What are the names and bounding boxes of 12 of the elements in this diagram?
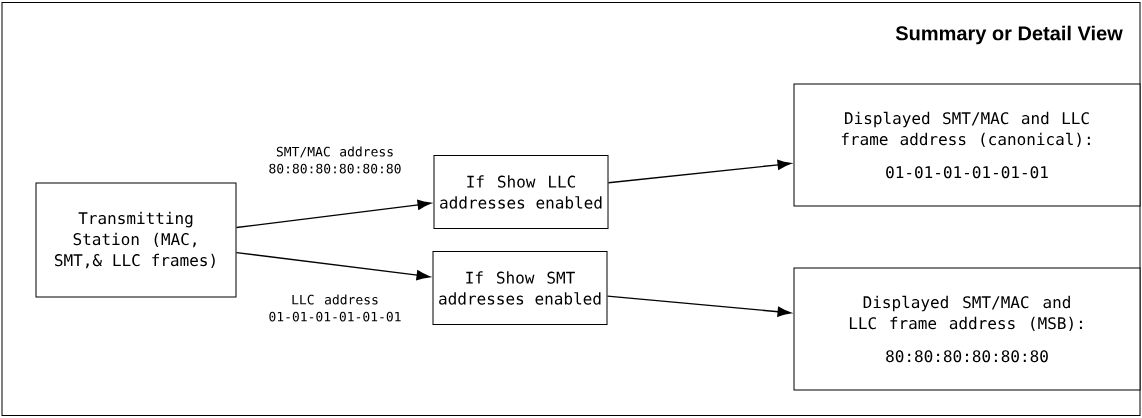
arrow — [607, 159, 792, 184]
process-box: If Show LLC addresses enabled — [433, 155, 609, 229]
process-box: Displayed SMT/MAC and LLC frame address (MSB): 80:80:80:80:80:80 — [793, 267, 1141, 391]
edge-label: SMT/MAC address 80:80:80:80:80:80 — [264, 145, 406, 175]
arrow — [606, 295, 792, 317]
arrow — [235, 199, 432, 229]
process-box: Transmitting Station (MAC, SMT,& LLC frames) — [35, 182, 237, 298]
title: Summary or Detail View — [895, 25, 1123, 45]
edge-label: LLC address 01-01-01-01-01-01 — [264, 293, 406, 323]
process-box: Displayed SMT/MAC and LLC frame address (canonical): 01-01-01-01-01-01 — [793, 83, 1141, 207]
arrow — [235, 251, 431, 281]
process-box: If Show SMT addresses enabled — [432, 251, 608, 325]
